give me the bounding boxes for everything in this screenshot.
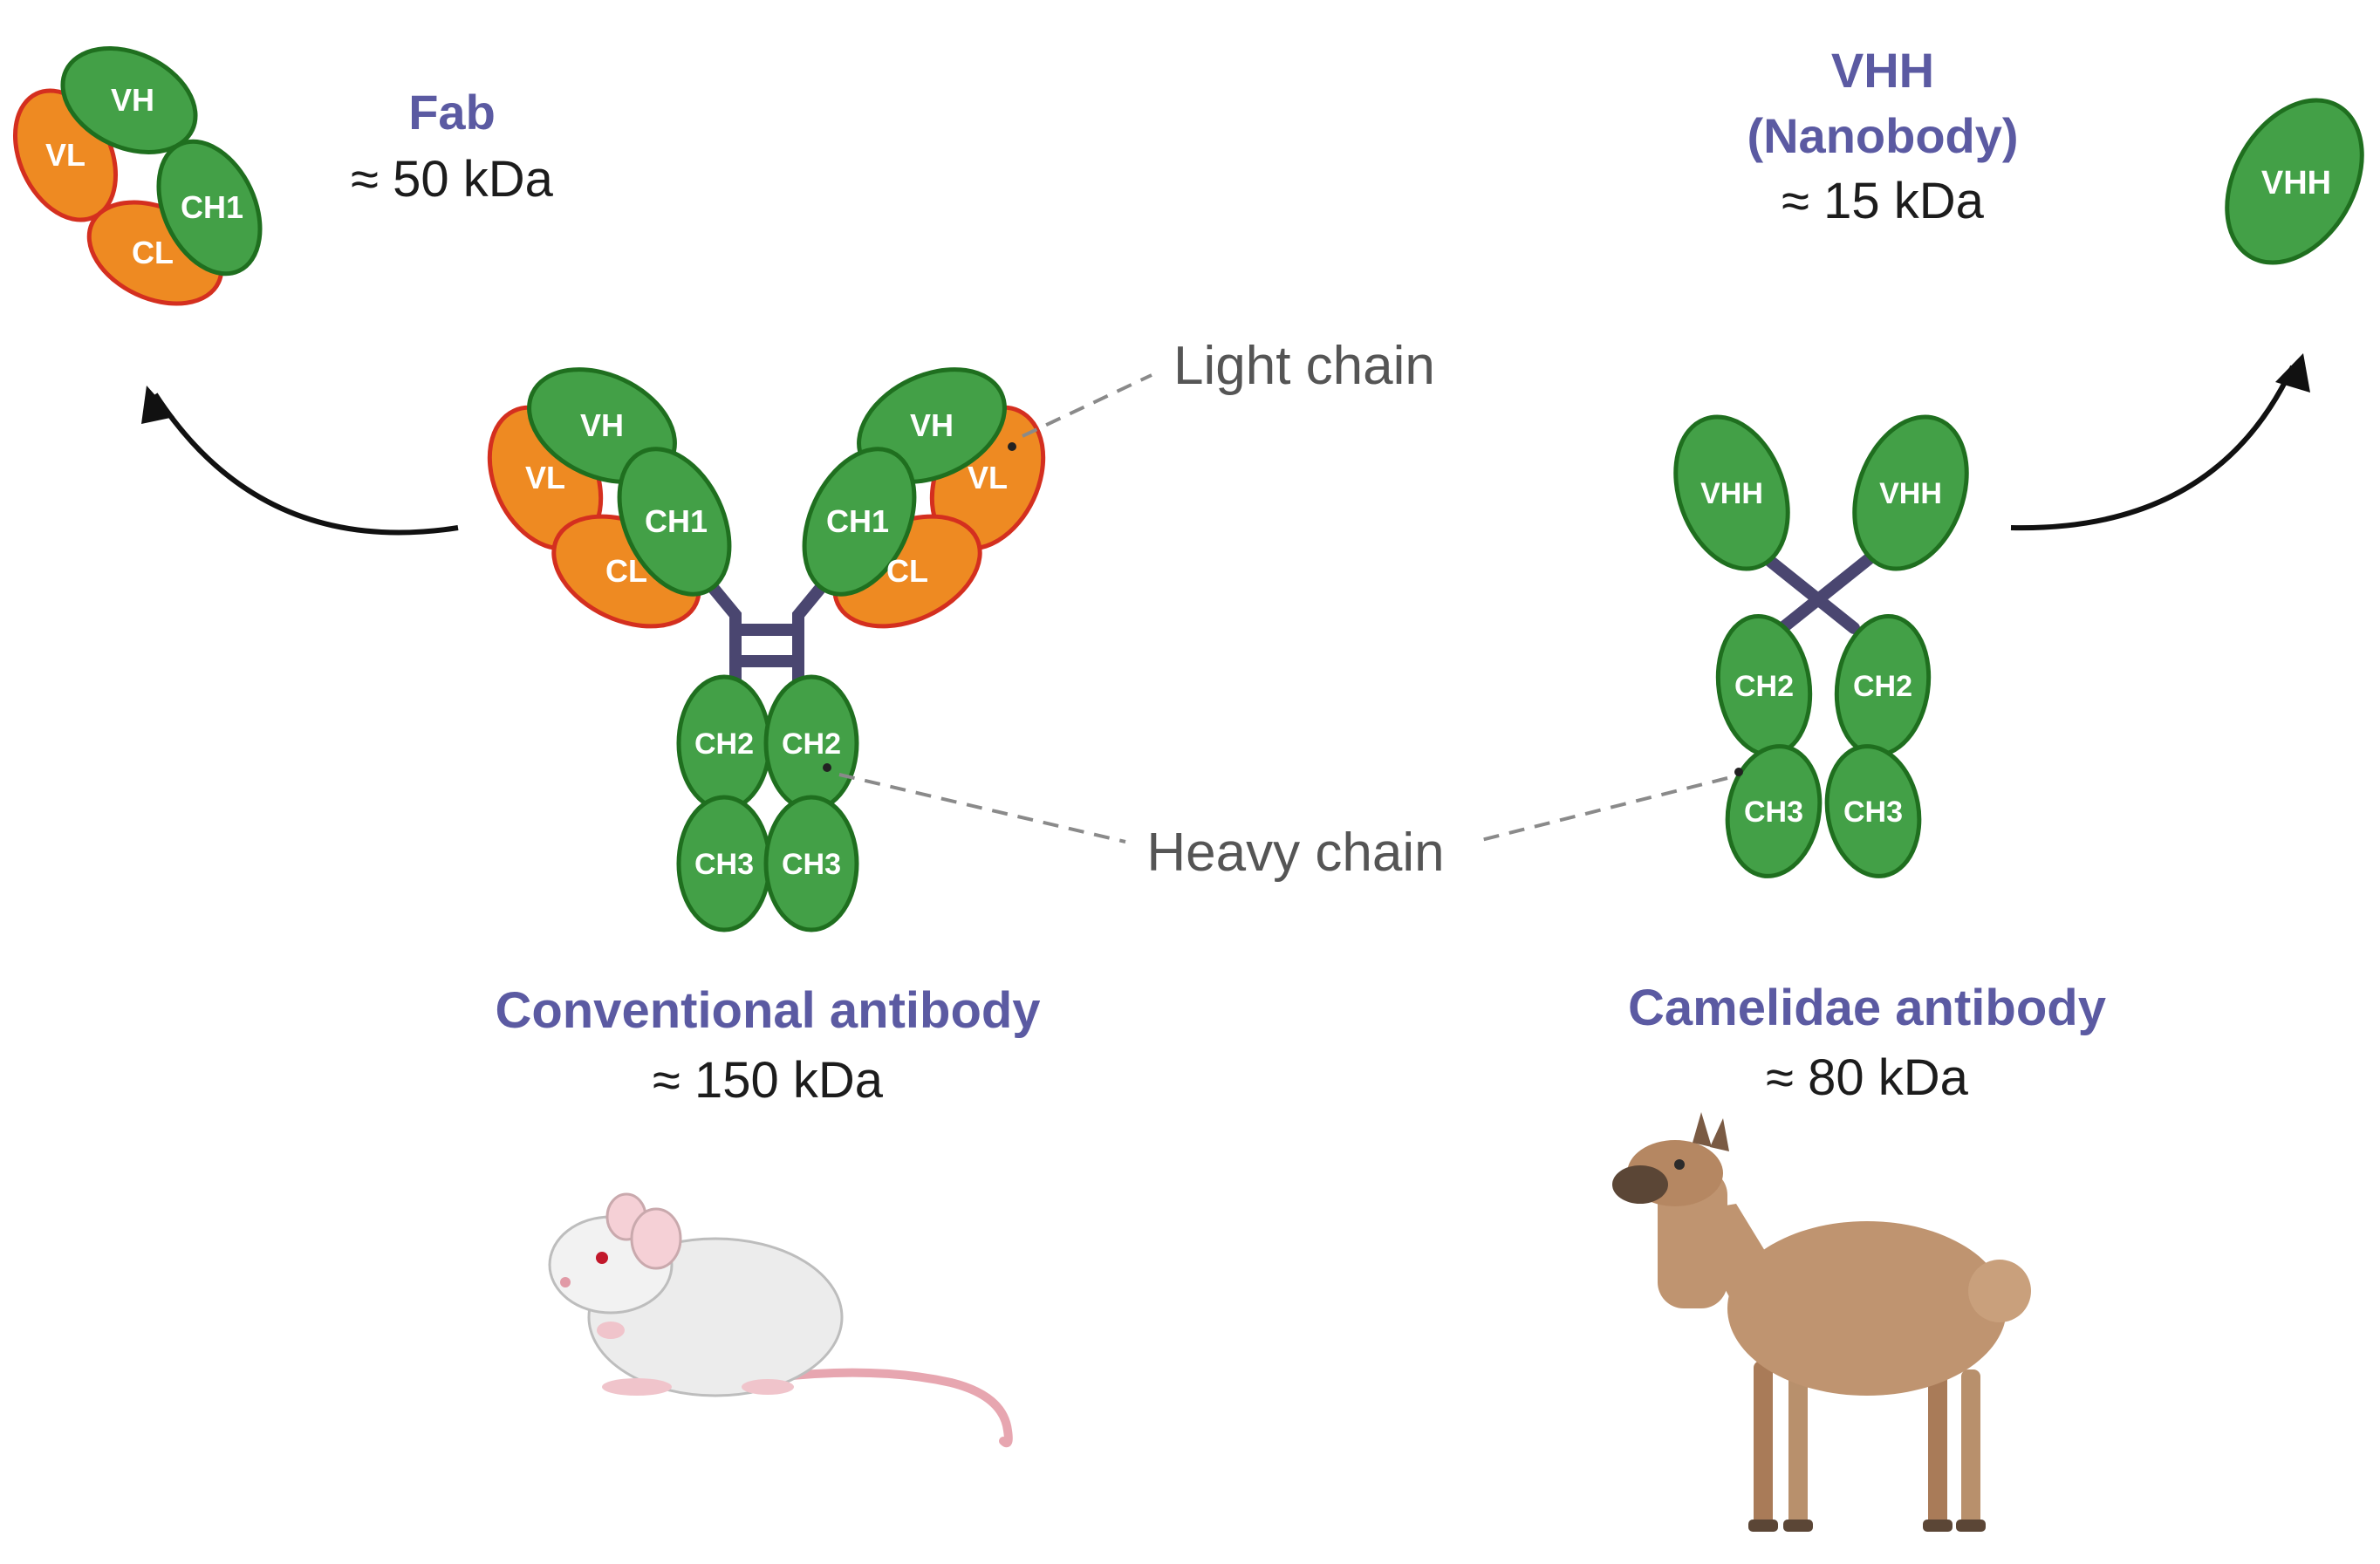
vhh-mass: ≈ 15 kDa <box>1782 173 1984 229</box>
vhh-single-label: VHH <box>2261 165 2331 201</box>
camel-right-vhh-domain <box>1852 414 1969 571</box>
camel-left-vhh-label: VHH <box>1700 477 1763 510</box>
conv-right-vh-label: VH <box>910 407 954 443</box>
conv-left-vh-label: VH <box>580 407 624 443</box>
conventional-antibody-mass: ≈ 150 kDa <box>653 1052 884 1109</box>
conv-right-vl-label: VL <box>968 460 1008 495</box>
conv-left-ch1-domain <box>617 447 732 597</box>
heavy-chain-callout: Heavy chain <box>823 763 1743 883</box>
vhh-title-line2: (Nanobody) <box>1747 108 2018 163</box>
fab-title: Fab <box>408 85 496 140</box>
fab-ch1-domain <box>156 139 263 277</box>
conv-right-cl-label: CL <box>886 553 928 589</box>
conv-left-vl-label: VL <box>525 460 565 495</box>
conventional-antibody: VL CL VH CH1 VL CL VH CH1 CH2 CH2 CH3 CH… <box>487 367 1046 932</box>
camel-left-ch2-label: CH2 <box>1734 670 1794 703</box>
camel-right-ch3-label: CH3 <box>1843 796 1903 829</box>
light-chain-callout: Light chain <box>1008 336 1435 451</box>
vhh-single-domain <box>2225 98 2364 265</box>
llama-icon <box>1612 1112 2031 1532</box>
conv-right-ch1-label: CH1 <box>826 503 889 539</box>
camel-right-ch3-domain <box>1824 744 1922 878</box>
heavy-chain-label: Heavy chain <box>1146 823 1444 883</box>
conv-right-ch2-label: CH2 <box>782 727 841 761</box>
fab-vh-domain <box>60 46 198 154</box>
fab-mass: ≈ 50 kDa <box>351 151 553 208</box>
arrow-to-vhh <box>2010 353 2310 531</box>
mouse-icon <box>548 1192 1013 1448</box>
camel-left-ch3-label: CH3 <box>1744 796 1803 829</box>
camelidae-antibody-mass: ≈ 80 kDa <box>1766 1049 1968 1106</box>
conv-left-ch1-label: CH1 <box>645 503 708 539</box>
camelidae-antibody-title: Camelidae antibody <box>1628 980 2106 1036</box>
vhh-title-line1: VHH <box>1831 43 1934 98</box>
conv-right-ch1-domain <box>802 447 917 597</box>
conv-left-cl-label: CL <box>605 553 647 589</box>
fab-ch1-label: CH1 <box>181 189 243 225</box>
fab-vh-label: VH <box>111 82 154 118</box>
camel-right-ch2-label: CH2 <box>1853 670 1912 703</box>
camel-left-ch3-domain <box>1725 744 1823 878</box>
fab-fragment: VL CL VH CH1 <box>12 46 263 306</box>
arrow-to-fab <box>141 386 459 536</box>
fab-vl-label: VL <box>45 137 85 173</box>
conv-right-ch3-label: CH3 <box>782 848 841 881</box>
camel-left-vhh-domain <box>1673 414 1790 571</box>
light-chain-label: Light chain <box>1173 336 1435 396</box>
camelidae-antibody: VHH VHH CH2 CH2 CH3 CH3 <box>1673 414 1969 878</box>
camel-right-vhh-label: VHH <box>1879 477 1942 510</box>
fab-cl-label: CL <box>132 235 174 270</box>
conv-right-ch3-domain <box>763 795 859 932</box>
conv-left-ch2-label: CH2 <box>694 727 754 761</box>
conv-left-ch3-label: CH3 <box>694 848 754 881</box>
vhh-fragment: VHH <box>2225 98 2364 265</box>
conventional-antibody-title: Conventional antibody <box>495 982 1040 1039</box>
